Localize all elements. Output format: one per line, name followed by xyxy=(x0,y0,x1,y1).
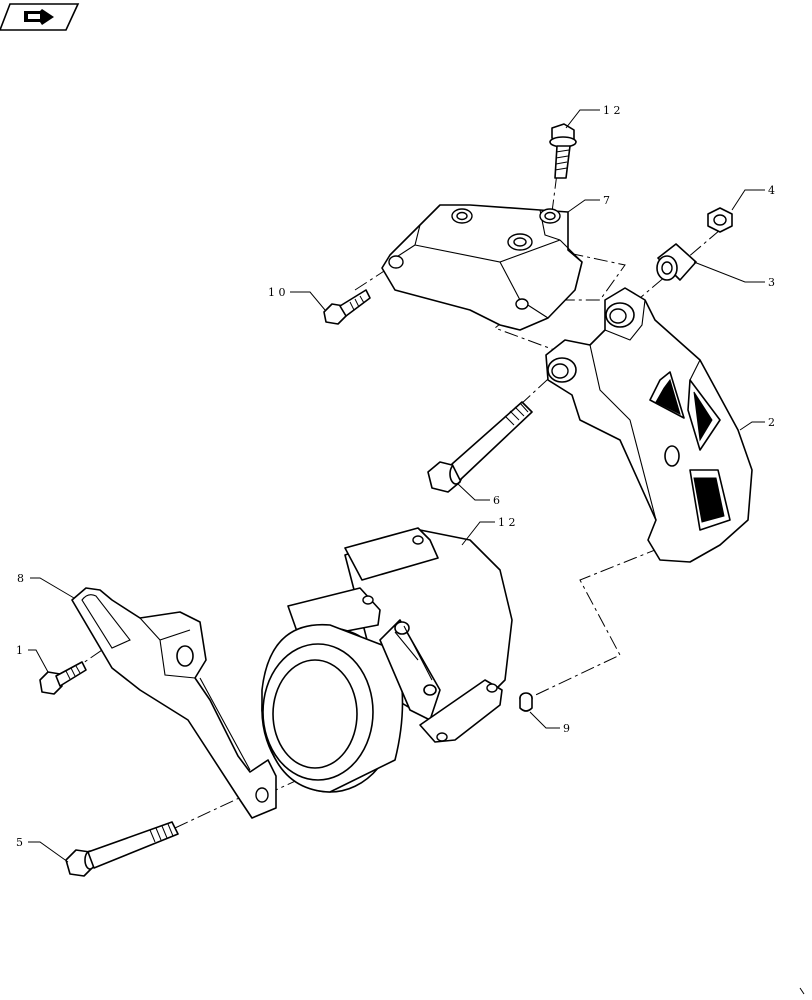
part-12-compressor xyxy=(261,527,513,793)
leader-lines xyxy=(28,109,765,863)
part-8-lower-bracket xyxy=(71,587,277,819)
corner-mark xyxy=(799,987,805,995)
callout-8: 8 xyxy=(17,572,24,585)
part-5-long-bolt xyxy=(65,821,179,877)
callout-labels: 1 2 7 4 3 1 0 2 6 1 2 8 1 9 5 xyxy=(16,104,775,849)
callout-2: 2 xyxy=(768,416,775,429)
callout-9: 9 xyxy=(563,722,570,735)
part-6-long-bolt xyxy=(427,401,533,493)
callout-3: 3 xyxy=(768,276,775,289)
callout-10: 1 0 xyxy=(268,286,286,299)
callout-6: 6 xyxy=(493,494,500,507)
part-4-nut xyxy=(707,207,733,233)
callout-1: 1 xyxy=(16,644,23,657)
part-7-upper-bracket xyxy=(381,204,583,331)
callout-7: 7 xyxy=(603,194,610,207)
part-9-dowel xyxy=(519,692,533,712)
part-1-bolt xyxy=(39,661,87,695)
callout-4: 4 xyxy=(768,184,775,197)
callout-5: 5 xyxy=(16,836,23,849)
part-2-main-bracket xyxy=(545,287,753,563)
callout-11: 1 2 xyxy=(603,104,621,117)
callout-12: 1 2 xyxy=(498,516,516,529)
part-10-bolt xyxy=(323,289,371,325)
part-11-bolt xyxy=(549,123,577,179)
arrow-right-icon[interactable] xyxy=(0,3,80,31)
part-3-bushing xyxy=(656,243,697,281)
